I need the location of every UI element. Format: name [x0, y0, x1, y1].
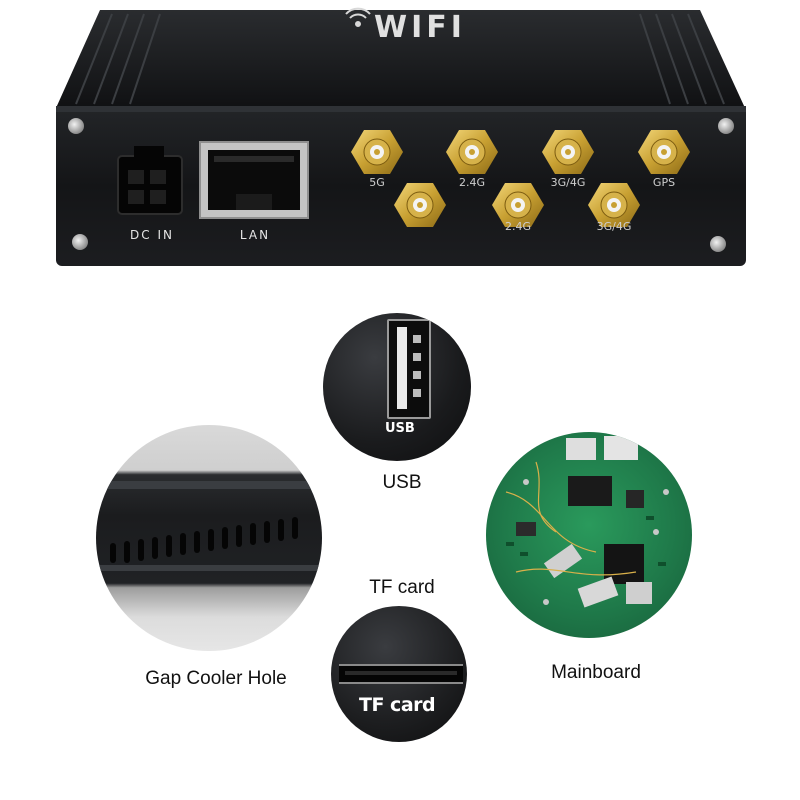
wifi-logo-icon — [345, 7, 371, 27]
mainboard-closeup — [486, 432, 692, 638]
usb-inner-label: USB — [385, 421, 415, 436]
tf-card-closeup: TF card — [331, 606, 467, 742]
usb-port-icon — [387, 319, 431, 419]
cooler-closeup — [96, 425, 322, 651]
usb-closeup: USB — [323, 313, 471, 461]
mainboard-caption: Mainboard — [551, 662, 641, 683]
circuit-board-illustration — [505, 436, 669, 608]
dc-in-label: DC IN — [130, 228, 174, 242]
screw-icon — [68, 118, 84, 134]
screw-icon — [710, 236, 726, 252]
antenna-label: 3G/4G — [596, 220, 632, 233]
tf-card-inner-label: TF card — [359, 694, 436, 716]
router-device-photo — [56, 7, 746, 266]
tf-card-caption: TF card — [369, 577, 435, 598]
vent-slots — [110, 517, 298, 563]
brand-text: WIFI — [374, 10, 466, 45]
dc-in-port — [117, 146, 183, 215]
antenna-label: 3G/4G — [550, 176, 586, 189]
chassis-fins — [75, 13, 725, 105]
antenna-connector-icon — [588, 183, 640, 227]
screw-icon — [718, 118, 734, 134]
antenna-connector-icon — [638, 130, 690, 174]
antenna-connector-icon — [446, 130, 498, 174]
usb-caption: USB — [382, 472, 422, 493]
antenna-connector-icon — [394, 183, 446, 227]
lan-label: LAN — [239, 228, 271, 242]
antenna-label: 5G — [369, 176, 385, 189]
antenna-label: 2.4G — [504, 220, 532, 233]
antenna-connector-icon — [542, 130, 594, 174]
lan-port — [199, 141, 309, 219]
antenna-label: 2.4G — [458, 176, 486, 189]
cooler-caption: Gap Cooler Hole — [145, 668, 287, 689]
screw-icon — [72, 234, 88, 250]
chassis-top — [56, 10, 745, 108]
antenna-connector-icon — [351, 130, 403, 174]
antenna-connector-icon — [492, 183, 544, 227]
antenna-label: GPS — [652, 176, 676, 189]
tf-card-slot-icon — [339, 664, 463, 684]
